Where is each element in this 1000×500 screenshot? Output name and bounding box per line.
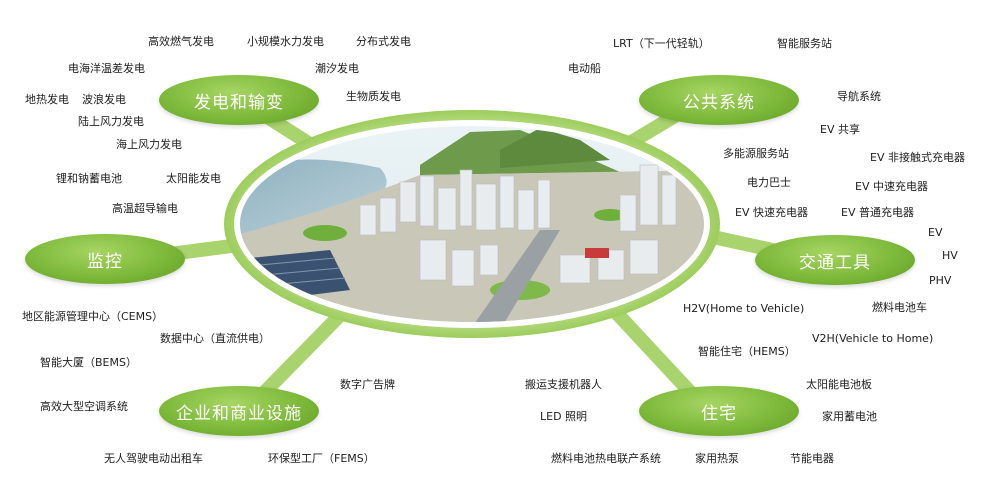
label-li-na-battery: 锂和钠蓄电池 bbox=[56, 172, 122, 185]
label-autonomous-taxi: 无人驾驶电动出租车 bbox=[104, 452, 203, 465]
label-fuel-cell-chp: 燃料电池热电联产系统 bbox=[551, 452, 661, 465]
label-electric-bus: 电力巴士 bbox=[747, 176, 791, 189]
label-ev: EV bbox=[928, 226, 943, 239]
label-ev-medium-charger: EV 中速充电器 bbox=[855, 180, 928, 193]
label-bems: 智能大厦（BEMS） bbox=[40, 356, 137, 369]
label-ev-wireless-charger: EV 非接触式充电器 bbox=[870, 151, 965, 164]
label-ocean-thermal-power: 电海洋温差发电 bbox=[68, 62, 145, 75]
hub-transport-label: 交通工具 bbox=[799, 252, 871, 273]
label-biomass-power: 生物质发电 bbox=[346, 90, 401, 103]
label-led-lighting: LED 照明 bbox=[540, 410, 588, 423]
hub-transport: 交通工具 bbox=[755, 235, 915, 285]
label-fems: 环保型工厂（FEMS） bbox=[268, 452, 375, 465]
label-phv: PHV bbox=[929, 274, 952, 287]
hub-power-generation: 发电和输变 bbox=[159, 75, 319, 125]
label-distributed-power: 分布式发电 bbox=[356, 35, 411, 48]
label-small-hydro-power: 小规模水力发电 bbox=[247, 35, 324, 48]
label-electric-boat: 电动船 bbox=[568, 62, 601, 75]
label-ev-fast-charger: EV 快速充电器 bbox=[735, 206, 808, 219]
label-home-battery: 家用蓄电池 bbox=[822, 410, 877, 423]
label-ev-sharing: EV 共享 bbox=[820, 123, 860, 136]
hub-public-systems: 公共系统 bbox=[639, 75, 799, 125]
label-data-center: 数据中心（直流供电） bbox=[160, 332, 270, 345]
hub-public-systems-label: 公共系统 bbox=[683, 92, 755, 113]
hub-enterprise-commercial-label: 企业和商业设施 bbox=[176, 403, 302, 424]
label-hts-transmission: 高温超导输电 bbox=[112, 202, 178, 215]
label-smart-service-station: 智能服务站 bbox=[777, 37, 832, 50]
label-transport-robot: 搬运支援机器人 bbox=[525, 378, 602, 391]
label-onshore-wind-power: 陆上风力发电 bbox=[78, 115, 144, 128]
label-cems: 地区能源管理中心（CEMS） bbox=[22, 310, 164, 323]
label-hvac-system: 高效大型空调系统 bbox=[40, 400, 128, 413]
label-solar-power: 太阳能发电 bbox=[166, 172, 221, 185]
label-navigation-system: 导航系统 bbox=[837, 90, 881, 103]
label-v2h: V2H(Vehicle to Home) bbox=[812, 332, 934, 345]
hub-monitoring: 监控 bbox=[25, 234, 185, 284]
hub-residential: 住宅 bbox=[639, 386, 799, 436]
label-multi-energy-station: 多能源服务站 bbox=[723, 147, 789, 160]
label-high-efficiency-gas-power: 高效燃气发电 bbox=[148, 35, 214, 48]
label-energy-saving-appliance: 节能电器 bbox=[790, 452, 834, 465]
hub-enterprise-commercial: 企业和商业设施 bbox=[159, 386, 319, 436]
label-wave-power: 波浪发电 bbox=[82, 93, 126, 106]
label-h2v: H2V(Home to Vehicle) bbox=[683, 302, 805, 315]
label-geothermal-power: 地热发电 bbox=[25, 93, 69, 106]
hub-power-generation-label: 发电和输变 bbox=[194, 92, 284, 113]
label-offshore-wind-power: 海上风力发电 bbox=[116, 138, 182, 151]
label-hems: 智能住宅（HEMS） bbox=[698, 345, 796, 358]
label-home-heat-pump: 家用热泵 bbox=[695, 452, 739, 465]
label-ev-normal-charger: EV 普通充电器 bbox=[841, 206, 914, 219]
hub-monitoring-label: 监控 bbox=[87, 251, 123, 272]
hub-residential-label: 住宅 bbox=[701, 403, 737, 424]
label-hv: HV bbox=[942, 249, 958, 262]
label-tidal-power: 潮汐发电 bbox=[315, 62, 359, 75]
label-digital-signage: 数字广告牌 bbox=[340, 378, 395, 391]
label-solar-panel: 太阳能电池板 bbox=[806, 378, 872, 391]
label-fuel-cell-vehicle: 燃料电池车 bbox=[872, 301, 927, 314]
city-illustration bbox=[240, 126, 704, 322]
label-lrt: LRT（下一代轻轨） bbox=[613, 37, 710, 50]
